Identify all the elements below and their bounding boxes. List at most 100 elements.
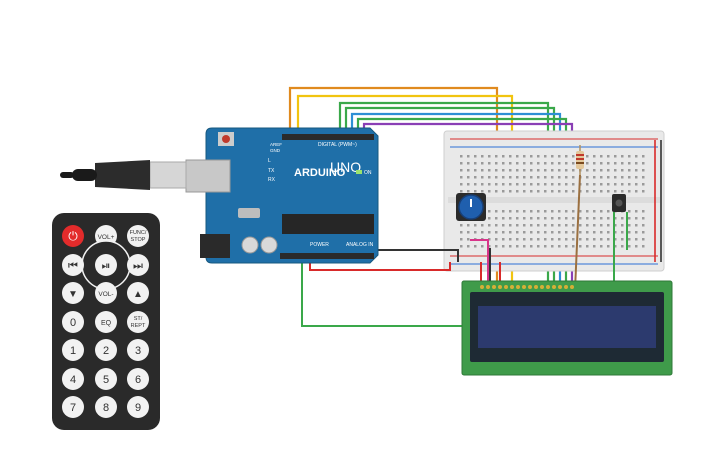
lcd-pin	[486, 285, 490, 289]
breadboard-hole	[495, 238, 498, 241]
one-button[interactable]: 1	[62, 339, 84, 361]
three-button[interactable]: 3	[127, 339, 149, 361]
breadboard-hole	[481, 224, 484, 227]
breadboard-hole	[544, 231, 547, 234]
func-stop-button[interactable]: FUNC/ STOP	[127, 225, 149, 247]
breadboard-hole	[635, 169, 638, 172]
wire-green-signal	[301, 258, 462, 327]
top-header	[282, 134, 374, 140]
six-button[interactable]: 6	[127, 368, 149, 390]
breadboard-hole	[495, 190, 498, 193]
play-pause-icon: ⏯	[102, 260, 111, 272]
breadboard-hole	[642, 190, 645, 193]
breadboard-hole	[509, 224, 512, 227]
forward-button[interactable]: ⏭	[127, 254, 149, 276]
breadboard-hole	[600, 231, 603, 234]
breadboard-hole	[544, 217, 547, 220]
vol-down-button[interactable]: VOL-	[95, 282, 117, 304]
breadboard-hole	[607, 238, 610, 241]
breadboard-hole	[495, 224, 498, 227]
rewind-button[interactable]: ⏮	[62, 254, 84, 276]
breadboard-hole	[558, 224, 561, 227]
play-pause-button[interactable]: ⏯	[95, 254, 117, 276]
breadboard-hole	[495, 162, 498, 165]
breadboard-hole	[467, 169, 470, 172]
breadboard-hole	[502, 162, 505, 165]
breadboard-hole	[579, 217, 582, 220]
breadboard-hole	[642, 183, 645, 186]
breadboard-hole	[481, 155, 484, 158]
power-button[interactable]: ⏻	[62, 225, 84, 247]
breadboard-hole	[635, 217, 638, 220]
breadboard-hole	[523, 238, 526, 241]
breadboard-hole	[642, 245, 645, 248]
breadboard-hole	[460, 231, 463, 234]
breadboard-hole	[593, 210, 596, 213]
breadboard-hole	[593, 183, 596, 186]
breadboard-hole	[635, 190, 638, 193]
breadboard-hole	[635, 245, 638, 248]
breadboard-hole	[621, 162, 624, 165]
forward-icon: ⏭	[133, 260, 143, 272]
breadboard-hole	[586, 183, 589, 186]
breadboard-hole	[467, 190, 470, 193]
breadboard-hole	[530, 155, 533, 158]
breadboard-hole	[586, 245, 589, 248]
breadboard-hole	[586, 176, 589, 179]
breadboard-hole	[607, 183, 610, 186]
breadboard-hole	[509, 217, 512, 220]
breadboard-hole	[474, 231, 477, 234]
seven-button[interactable]: 7	[62, 396, 84, 418]
breadboard-hole	[607, 155, 610, 158]
breadboard-hole	[523, 210, 526, 213]
eight-button[interactable]: 8	[95, 396, 117, 418]
ir-remote[interactable]: ⏻ VOL+ FUNC/ STOP ⏮ ⏯ ⏭ ▼	[52, 213, 160, 430]
breadboard-hole	[642, 224, 645, 227]
breadboard-hole	[551, 245, 554, 248]
breadboard-hole	[593, 155, 596, 158]
breadboard-hole	[509, 183, 512, 186]
breadboard-hole	[635, 176, 638, 179]
led-on-label: ON	[364, 170, 372, 176]
four-button[interactable]: 4	[62, 368, 84, 390]
breadboard-hole	[516, 183, 519, 186]
breadboard-hole	[488, 176, 491, 179]
breadboard-hole	[537, 176, 540, 179]
eq-button[interactable]: EQ	[95, 311, 117, 333]
up-button[interactable]: ▲	[127, 282, 149, 304]
lcd-pin	[504, 285, 508, 289]
two-button[interactable]: 2	[95, 339, 117, 361]
breadboard-hole	[551, 183, 554, 186]
down-button[interactable]: ▼	[62, 282, 84, 304]
breadboard-hole	[565, 224, 568, 227]
st-rept-button[interactable]: ST/ REPT	[127, 311, 149, 333]
zero-button[interactable]: 0	[62, 311, 84, 333]
arduino-model: UNO	[330, 159, 361, 175]
lcd-pin	[546, 285, 550, 289]
nine-button[interactable]: 9	[127, 396, 149, 418]
breadboard-hole	[600, 217, 603, 220]
five-button[interactable]: 5	[95, 368, 117, 390]
eight-label: 8	[103, 402, 109, 414]
potentiometer[interactable]	[456, 193, 486, 221]
breadboard-hole	[558, 169, 561, 172]
breadboard-hole	[593, 231, 596, 234]
breadboard-hole	[530, 183, 533, 186]
arduino-uno[interactable]: ARDUINO UNO DIGITAL (PWM~) POWER ANALOG …	[185, 127, 379, 264]
breadboard-hole	[509, 245, 512, 248]
wire-red-5v	[309, 258, 451, 271]
breadboard-hole	[516, 238, 519, 241]
breadboard-hole	[593, 176, 596, 179]
lcd-display[interactable]	[461, 280, 673, 376]
lcd-pin	[528, 285, 532, 289]
breadboard-hole	[635, 231, 638, 234]
breadboard-hole	[509, 176, 512, 179]
breadboard-hole	[558, 210, 561, 213]
breadboard-hole	[635, 238, 638, 241]
breadboard-hole	[460, 176, 463, 179]
power-jack	[200, 234, 230, 258]
breadboard-hole	[628, 231, 631, 234]
ir-receiver[interactable]	[612, 194, 626, 212]
breadboard-hole	[502, 183, 505, 186]
breadboard-hole	[544, 162, 547, 165]
